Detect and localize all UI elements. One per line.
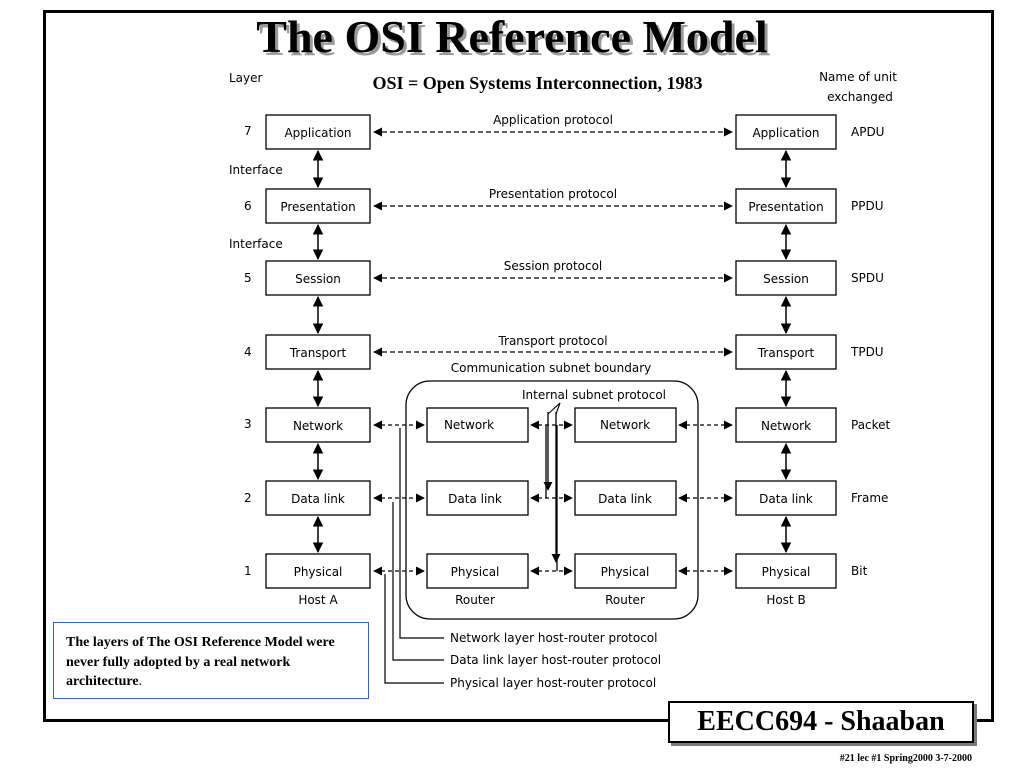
network-host-router-protocol: Network layer host-router protocol	[450, 631, 657, 645]
presentation-protocol-label: Presentation protocol	[489, 187, 617, 201]
router-2-network-box	[574, 407, 677, 443]
internal-protocol-pointers	[547, 402, 561, 415]
session-protocol-label: Session protocol	[504, 259, 603, 273]
layer-column-header: Layer	[229, 71, 263, 85]
host-b-layer-label: Session	[763, 272, 809, 286]
host-a-transport-box	[265, 334, 371, 370]
unit-name: APDU	[851, 125, 884, 139]
router-2-physical-box	[574, 553, 677, 589]
host-a-application-box	[265, 114, 371, 150]
host-b-physical-box	[735, 553, 837, 589]
host-b-network-box	[735, 407, 837, 443]
page-title: The OSI Reference Model	[256, 11, 768, 62]
lower-layer-arrows	[373, 420, 733, 576]
layer-number-4: 4	[244, 345, 252, 359]
unit-name: Frame	[851, 491, 888, 505]
datalink-host-router-protocol: Data link layer host-router protocol	[450, 653, 661, 667]
note-box: The layers of The OSI Reference Model we…	[53, 622, 369, 699]
layer-number-5: 5	[244, 271, 252, 285]
host-a-session-box	[265, 260, 371, 296]
router-layer-label: Physical	[601, 565, 650, 579]
router-1-physical-box	[426, 553, 529, 589]
layer-number-6: 6	[244, 199, 252, 213]
layer-number-3: 3	[244, 417, 252, 431]
unit-column-header-line1: Name of unit	[819, 70, 897, 84]
host-a-layer-label: Transport	[289, 346, 347, 360]
router-2-datalink-box	[574, 480, 677, 516]
router-1-datalink-box	[426, 480, 529, 516]
router-layer-label: Data link	[448, 492, 502, 506]
interface-label: Interface	[229, 163, 283, 177]
host-b-layer-label: Network	[761, 419, 811, 433]
unit-name: PPDU	[851, 199, 884, 213]
host-b-application-box	[735, 114, 837, 150]
host-a-physical-box	[265, 553, 371, 589]
internal-subnet-protocol-label: Internal subnet protocol	[522, 388, 666, 402]
layer-number-7: 7	[244, 124, 252, 138]
host-a-layer-label: Network	[293, 419, 343, 433]
unit-name: TPDU	[850, 345, 884, 359]
host-b-layer-label: Data link	[759, 492, 813, 506]
router-label: Router	[605, 593, 645, 607]
peer-protocol-arrows	[373, 127, 733, 357]
host-b-label: Host B	[766, 593, 805, 607]
host-b-layer-label: Presentation	[748, 200, 823, 214]
router-1-network-box	[426, 407, 529, 443]
host-a-network-box	[265, 407, 371, 443]
host-b-transport-box	[735, 334, 837, 370]
router-layer-label: Network	[444, 418, 494, 432]
host-a-layer-label: Data link	[291, 492, 345, 506]
host-b-layer-label: Transport	[757, 346, 815, 360]
host-a-layer-label: Application	[284, 126, 351, 140]
footer-course-label: EECC694 - Shaaban	[668, 701, 974, 743]
subtitle: OSI = Open Systems Interconnection, 1983	[372, 73, 703, 93]
router-layer-label: Data link	[598, 492, 652, 506]
transport-protocol-label: Transport protocol	[497, 334, 607, 348]
application-protocol-label: Application protocol	[493, 113, 613, 127]
slide-frame	[43, 10, 994, 722]
footer-meta: #21 lec #1 Spring2000 3-7-2000	[839, 753, 972, 764]
host-b-session-box	[735, 260, 837, 296]
layer-number-2: 2	[244, 491, 252, 505]
router-layer-label: Network	[600, 418, 650, 432]
subnet-boundary-label: Communication subnet boundary	[451, 361, 652, 375]
host-a-layer-label: Physical	[294, 565, 343, 579]
host-a-presentation-box	[265, 188, 371, 224]
unit-name: Packet	[851, 418, 891, 432]
host-b-layer-label: Application	[752, 126, 819, 140]
router-layer-label: Physical	[451, 565, 500, 579]
host-b-presentation-box	[735, 188, 837, 224]
host-router-callouts	[384, 428, 444, 684]
layer-number-1: 1	[244, 564, 252, 578]
unit-name: Bit	[851, 564, 868, 578]
host-a-layer-label: Session	[295, 272, 341, 286]
host-b-layer-label: Physical	[762, 565, 811, 579]
host-a-layer-label: Presentation	[280, 200, 355, 214]
host-b-datalink-box	[735, 480, 837, 516]
router-vertical-connectors	[543, 412, 561, 571]
unit-name: SPDU	[851, 271, 884, 285]
interface-label: Interface	[229, 237, 283, 251]
unit-column-header-line2: exchanged	[827, 90, 893, 104]
host-a-datalink-box	[265, 480, 371, 516]
router-label: Router	[455, 593, 495, 607]
host-a-label: Host A	[298, 593, 338, 607]
note-punctuation: .	[138, 674, 143, 690]
note-text: The layers of The OSI Reference Model we…	[66, 635, 335, 690]
physical-host-router-protocol: Physical layer host-router protocol	[450, 676, 656, 690]
